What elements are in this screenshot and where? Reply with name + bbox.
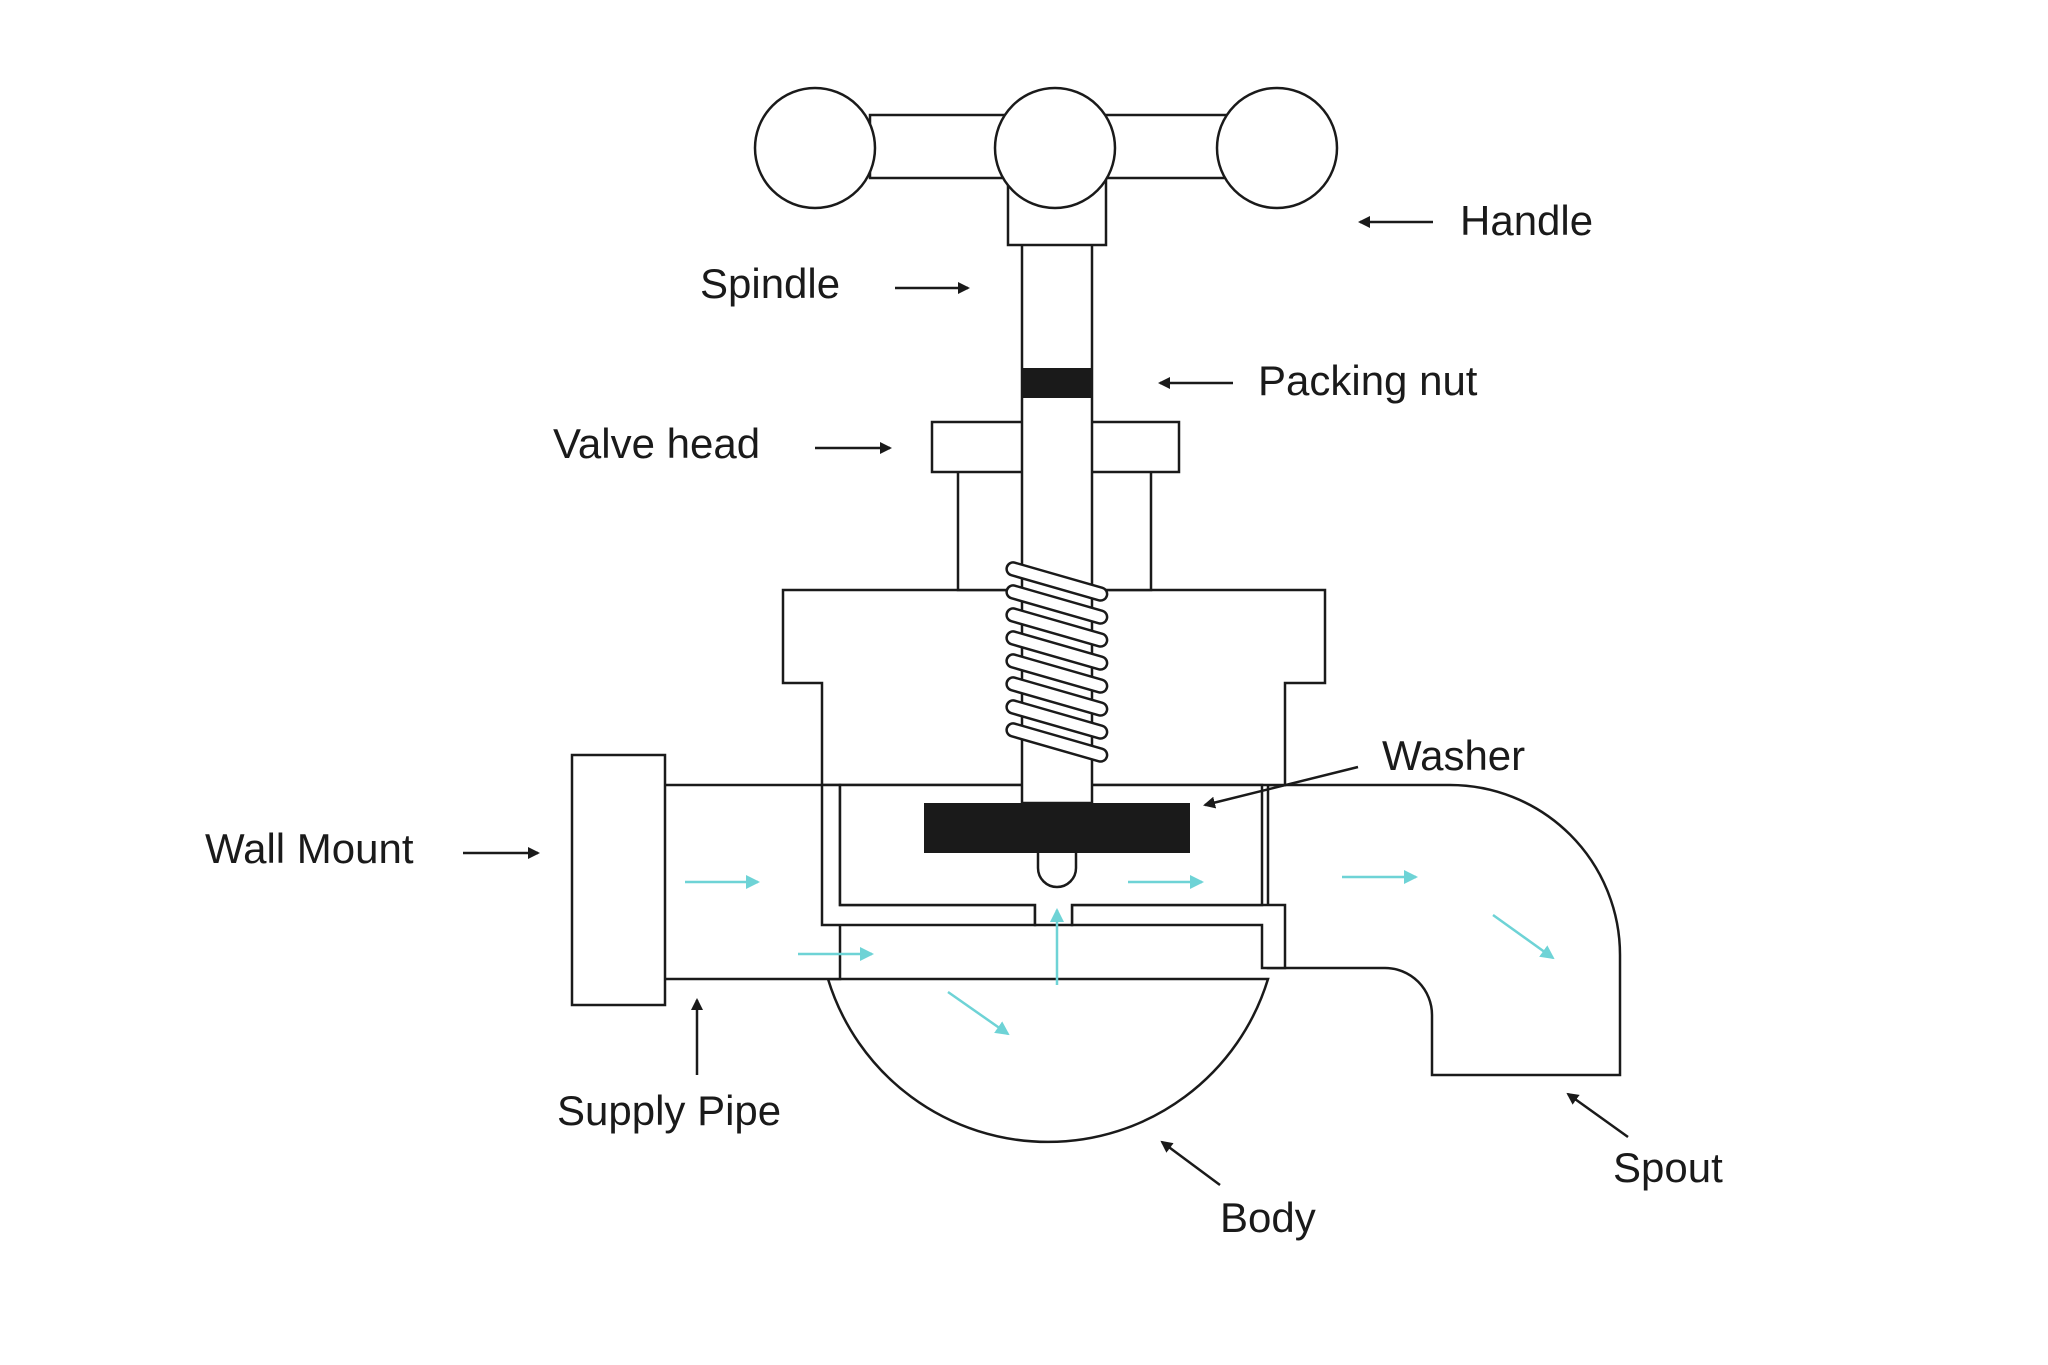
flow-arrow [947, 990, 1010, 1036]
valve-head-label: Valve head [553, 420, 760, 467]
spout-label: Spout [1613, 1144, 1723, 1191]
spout-leader-arrow [1566, 1092, 1629, 1139]
packing-nut [1022, 368, 1092, 398]
handle [753, 86, 1339, 210]
packing-nut-label: Packing nut [1258, 357, 1478, 404]
water-flow-arrows [685, 870, 1555, 1036]
valve-body [826, 977, 1270, 1144]
label-leaders [463, 216, 1629, 1187]
wall-mount-label: Wall Mount [205, 825, 414, 872]
spindle-label: Spindle [700, 260, 840, 307]
washer-leader-arrow [1203, 765, 1359, 809]
washer [924, 803, 1190, 853]
flow-arrow [1492, 913, 1555, 960]
washer-label: Washer [1382, 732, 1525, 779]
supply-pipe-label: Supply Pipe [557, 1087, 781, 1134]
body-label: Body [1220, 1194, 1316, 1241]
outlet-channel-wall [1070, 903, 1287, 970]
handle-label: Handle [1460, 197, 1593, 244]
spindle-thread [1005, 561, 1109, 763]
washer-tip [1036, 853, 1078, 889]
spout [1266, 783, 1622, 1077]
body-leader-arrow [1160, 1140, 1221, 1187]
wall-mount [570, 753, 667, 1007]
